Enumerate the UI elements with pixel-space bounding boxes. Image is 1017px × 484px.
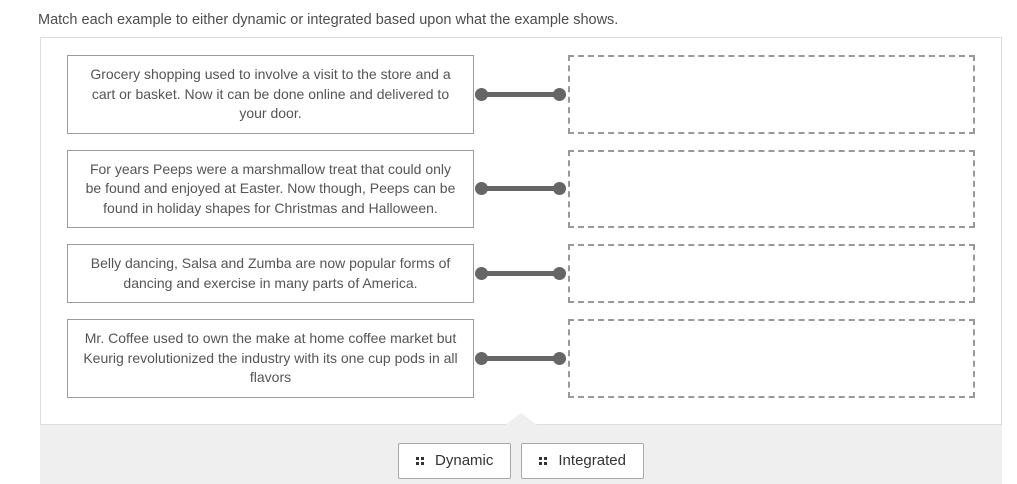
connector-dot-right xyxy=(553,87,566,101)
chip-label: Integrated xyxy=(558,452,626,469)
example-text: Grocery shopping used to involve a visit… xyxy=(90,66,451,121)
connector-line xyxy=(474,87,568,101)
chip-label: Dynamic xyxy=(435,452,494,469)
connector-dot-right xyxy=(553,351,566,365)
connector-dot-right xyxy=(553,182,566,196)
connector-line xyxy=(474,182,568,196)
example-text: For years Peeps were a marshmallow treat… xyxy=(85,160,456,216)
drop-zone-2[interactable] xyxy=(568,149,975,228)
drop-zone-1[interactable] xyxy=(568,55,975,134)
match-row-1: Grocery shopping used to involve a visit… xyxy=(67,55,975,134)
connector-line xyxy=(474,351,568,365)
connector-bar xyxy=(481,271,560,276)
matching-panel: Grocery shopping used to involve a visit… xyxy=(40,37,1002,425)
connector-bar xyxy=(481,91,560,97)
drop-zone-3[interactable] xyxy=(568,244,975,303)
match-row-4: Mr. Coffee used to own the make at home … xyxy=(67,319,975,398)
example-text: Belly dancing, Salsa and Zumba are now p… xyxy=(90,255,451,291)
chip-integrated[interactable]: Integrated xyxy=(521,442,644,479)
example-text: Mr. Coffee used to own the make at home … xyxy=(83,330,458,385)
example-box-grocery: Grocery shopping used to involve a visit… xyxy=(67,55,474,134)
match-row-2: For years Peeps were a marshmallow treat… xyxy=(67,149,975,228)
drag-handle-icon xyxy=(416,456,424,465)
match-row-3: Belly dancing, Salsa and Zumba are now p… xyxy=(67,244,975,303)
example-box-coffee: Mr. Coffee used to own the make at home … xyxy=(67,319,474,398)
drag-handle-icon xyxy=(539,456,547,465)
drop-zone-4[interactable] xyxy=(568,319,975,398)
example-box-peeps: For years Peeps were a marshmallow treat… xyxy=(67,149,474,228)
connector-bar xyxy=(481,186,560,192)
connector-line xyxy=(474,267,568,280)
answer-bank-options: Dynamic Integrated xyxy=(40,425,1002,479)
connector-dot-right xyxy=(553,267,566,280)
example-box-dancing: Belly dancing, Salsa and Zumba are now p… xyxy=(67,244,474,303)
chip-dynamic[interactable]: Dynamic xyxy=(398,442,512,479)
connector-bar xyxy=(481,355,560,361)
answer-bank: Dynamic Integrated xyxy=(40,424,1002,484)
instruction-text: Match each example to either dynamic or … xyxy=(38,12,619,28)
